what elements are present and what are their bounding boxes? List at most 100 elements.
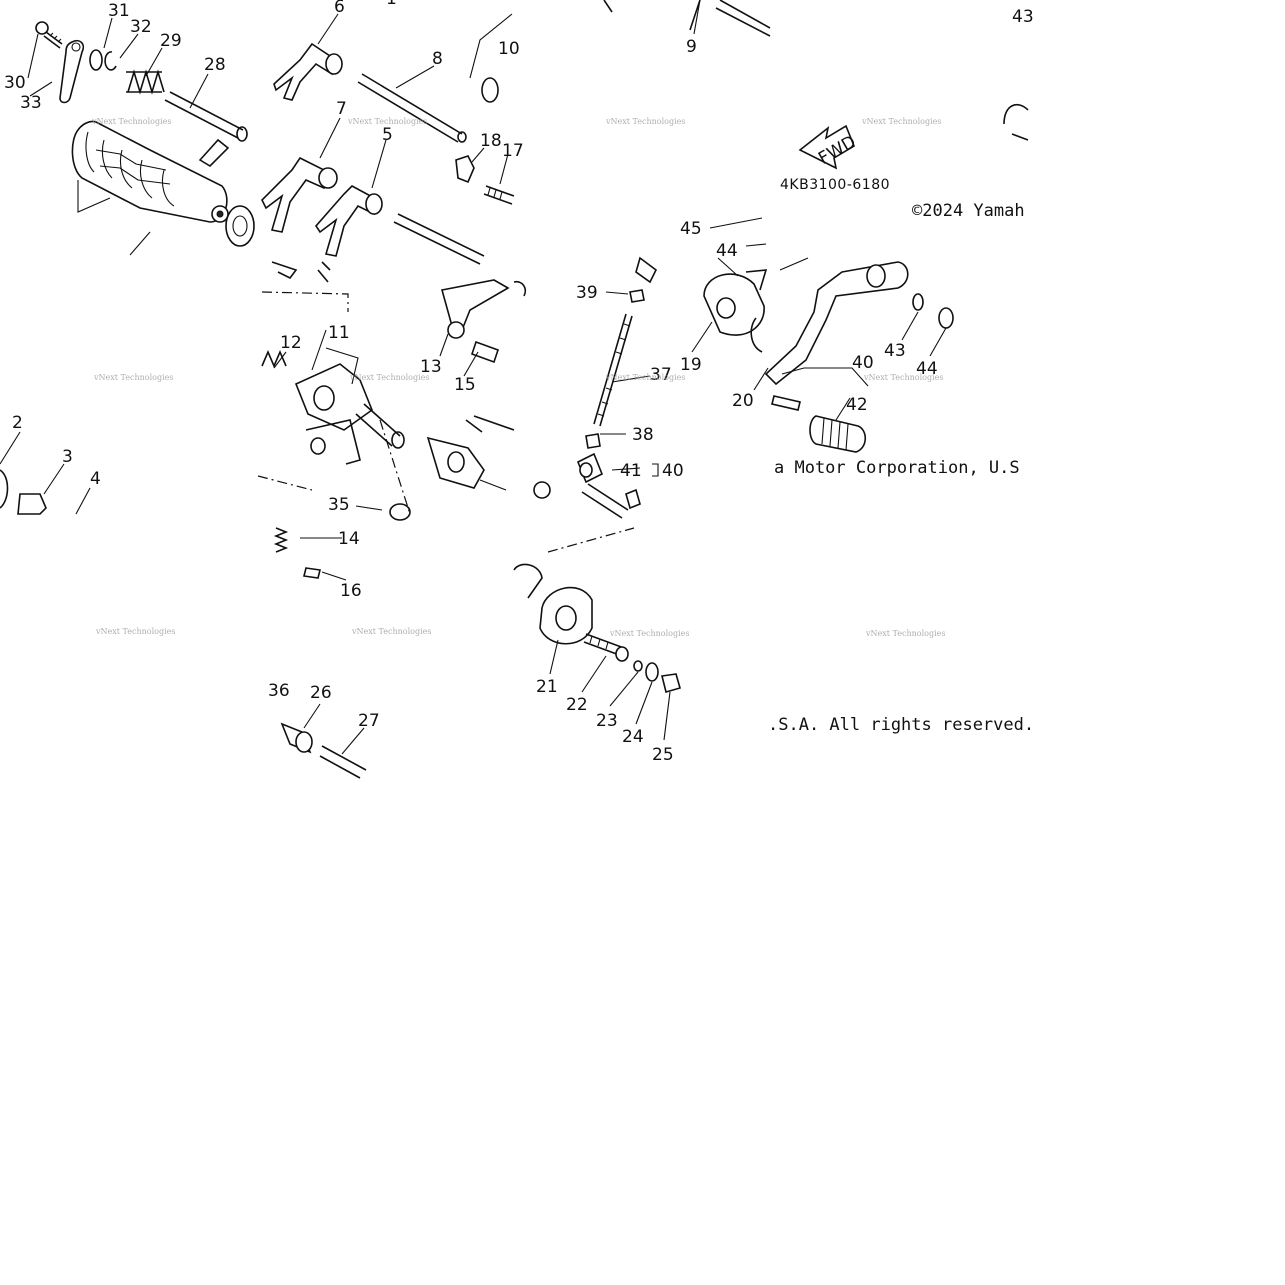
washer-10 — [481, 77, 499, 103]
callout-45: 45 — [680, 219, 702, 239]
callout-44-top: 44 — [716, 241, 738, 261]
shift-shaft-assembly — [257, 261, 527, 521]
spring-12 — [261, 349, 287, 369]
callout-43: 43 — [884, 341, 906, 361]
callout-4: 4 — [90, 469, 101, 489]
watermark: vNext Technologies — [861, 117, 941, 126]
watermark: vNext Technologies — [351, 627, 431, 636]
callout-2: 2 — [12, 413, 23, 433]
fwd-arrow: FWD — [798, 124, 859, 170]
watermark: vNext Technologies — [347, 117, 427, 126]
copyright-fragment-c: .S.A. All rights reserved. — [768, 715, 1034, 735]
shift-lever — [294, 363, 405, 449]
callout-29: 29 — [160, 31, 182, 51]
circlip-32 — [104, 51, 117, 71]
nut-18 — [455, 155, 475, 184]
pin-27 — [319, 745, 367, 779]
callout-41: 41 — [620, 461, 642, 481]
callout-21: 21 — [536, 677, 558, 697]
stopper-lever-33 — [59, 39, 85, 104]
callout-19: 19 — [680, 355, 702, 375]
callout-33: 33 — [20, 93, 42, 113]
callout-30: 30 — [4, 73, 26, 93]
callout-32: 32 — [130, 17, 152, 37]
callout-43-top: 43 — [1012, 7, 1034, 27]
shift-rod-assembly — [533, 256, 768, 519]
nut-25 — [661, 673, 681, 693]
copyright-fragment-b: a Motor Corporation, U.S — [774, 458, 1020, 478]
washer-31 — [89, 49, 103, 71]
callout-26: 26 — [310, 683, 332, 703]
callout-31: 31 — [108, 1, 130, 21]
shift-pedal — [764, 261, 954, 453]
bolt-30 — [35, 21, 63, 49]
watermark: vNext Technologies — [91, 117, 171, 126]
part-code: 4KB3100-6180 — [780, 177, 890, 193]
callout-7: 7 — [336, 99, 347, 119]
watermark: vNext Technologies — [93, 373, 173, 382]
shift-fork-5 — [314, 185, 383, 257]
callout-5: 5 — [382, 125, 393, 145]
leader-lines — [0, 0, 947, 755]
pedal-rubber-42 — [809, 415, 867, 453]
callout-22: 22 — [566, 695, 588, 715]
shift-guide-21 — [513, 563, 593, 645]
copyright-fragment-a: ©2024 Yamah — [912, 201, 1025, 221]
callout-11: 11 — [328, 323, 350, 343]
callout-39: 39 — [576, 283, 598, 303]
shift-arm-19 — [703, 269, 768, 336]
callout-44: 44 — [916, 359, 938, 379]
nut-39 — [629, 289, 645, 303]
watermark: vNext Technologies — [609, 629, 689, 638]
callout-9: 9 — [686, 37, 697, 57]
callout-16: 16 — [340, 581, 362, 601]
bearing — [225, 205, 255, 247]
watermark: vNext Technologies — [865, 629, 945, 638]
callouts: 31 32 29 28 30 33 6 1 8 10 7 5 18 17 9 4… — [4, 0, 1034, 765]
washer-44 — [938, 307, 954, 329]
callout-28: 28 — [204, 55, 226, 75]
bolt-22 — [583, 633, 629, 662]
guide-bar-8 — [357, 73, 467, 143]
shift-fork-7 — [261, 156, 338, 233]
pedal-shaft-upper — [603, 0, 771, 37]
collar-26 — [280, 722, 313, 754]
callout-24: 24 — [622, 727, 644, 747]
callout-20: 20 — [732, 391, 754, 411]
washer-24 — [645, 662, 659, 682]
bolt-17 — [483, 185, 515, 205]
nut-38 — [585, 433, 601, 449]
bolt-3 — [17, 493, 47, 515]
pin-16 — [303, 567, 321, 579]
shift-rod-37 — [593, 313, 633, 427]
pawl-holder — [426, 436, 485, 489]
callout-25: 25 — [652, 745, 674, 765]
shift-drum-assembly — [35, 21, 255, 256]
callout-35: 35 — [328, 495, 350, 515]
watermarks: vNext Technologies vNext Technologies vN… — [91, 117, 945, 638]
watermark: vNext Technologies — [95, 627, 175, 636]
callout-38: 38 — [632, 425, 654, 445]
rod-joint-41 — [576, 452, 604, 484]
washer-23 — [633, 660, 643, 672]
spring-29 — [126, 69, 165, 95]
callout-15: 15 — [454, 375, 476, 395]
bolt-15 — [470, 340, 500, 364]
callout-42: 42 — [846, 395, 868, 415]
callout-1: 1 — [386, 0, 397, 9]
callout-3: 3 — [62, 447, 73, 467]
watermark: vNext Technologies — [605, 117, 685, 126]
shift-forks — [261, 13, 515, 265]
callout-13: 13 — [420, 357, 442, 377]
watermark: vNext Technologies — [863, 373, 943, 382]
callout-14: 14 — [338, 529, 360, 549]
callout-6: 6 — [334, 0, 345, 17]
callout-17: 17 — [502, 141, 524, 161]
callout-40-a: 40 — [662, 461, 684, 481]
watermark: vNext Technologies — [349, 373, 429, 382]
callout-36: 36 — [268, 681, 290, 701]
callout-23: 23 — [596, 711, 618, 731]
shift-drum — [71, 120, 229, 223]
shift-shaft-28 — [164, 91, 248, 168]
